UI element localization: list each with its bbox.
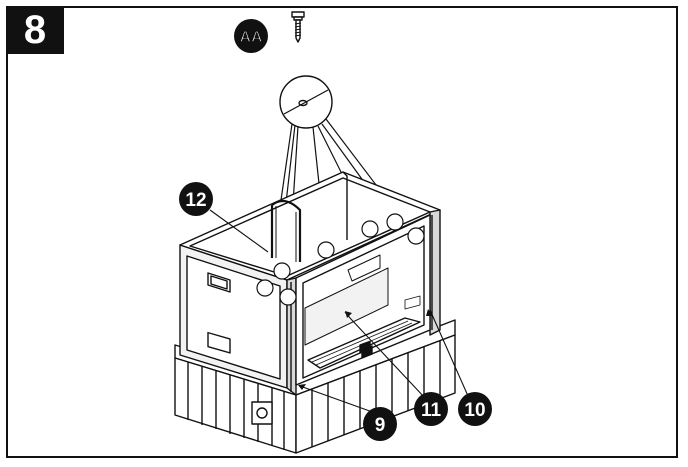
callout-10-label: 10 — [464, 400, 485, 421]
arrowheads — [298, 309, 433, 390]
screw-icon — [291, 11, 305, 43]
callout-9: 9 — [363, 407, 397, 441]
callout-12-label: 12 — [185, 190, 206, 211]
screw-hole-markers — [256, 213, 425, 306]
right-post — [342, 171, 441, 336]
detail-magnifier — [279, 75, 333, 129]
hardware-aa-badge: AA — [234, 19, 268, 53]
callout-10: 10 — [458, 392, 492, 426]
hardware-aa-label: AA — [239, 29, 263, 46]
front-opening — [295, 214, 431, 386]
callout-9-label: 9 — [375, 415, 386, 436]
callout-11-label: 11 — [421, 400, 442, 421]
step-number-badge: 8 — [6, 6, 64, 54]
callout-12: 12 — [179, 182, 213, 216]
diagram-frame — [6, 6, 678, 458]
callout-leaders — [209, 209, 469, 415]
base-platform — [174, 319, 456, 454]
callout-11: 11 — [414, 392, 448, 426]
